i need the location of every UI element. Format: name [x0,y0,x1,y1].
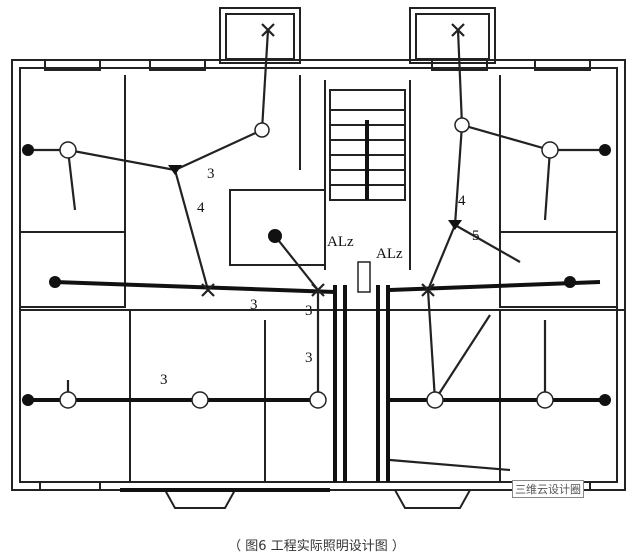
wall-lamp-icon [22,144,34,156]
crossed-light-icon [426,391,444,409]
panel-label: ALz [376,246,403,262]
wall-light-icon [268,229,282,243]
wall-light-icon [564,276,576,288]
circuit-label: 3 [207,166,215,182]
watermark: 三维云设计圈 [512,480,584,498]
ceiling-light-icon [59,391,77,409]
ceiling-light-icon [309,391,327,409]
junction-icon [168,165,182,175]
fixtures [22,23,611,409]
junction-icon [448,220,462,230]
wall-lamp-icon [599,394,611,406]
circuit-label: 3 [250,297,258,313]
wall-lamp-icon [22,394,34,406]
wall-lamp-icon [599,144,611,156]
stairs [330,109,405,200]
ceiling-light-icon [536,391,554,409]
circuit-label: 4 [197,200,205,216]
circuit-label: 3 [305,303,313,319]
ceiling-light-icon [541,141,559,159]
crossed-light-icon [191,391,209,409]
circuit-label: 4 [458,193,466,209]
circuit-label: 3 [160,372,168,388]
circuit-label: 3 [305,350,313,366]
walls [11,7,626,509]
labels: 3 4 3 3 3 3 4 5 ALz ALz [160,166,480,388]
fan-icon [454,117,470,133]
lighting-floor-plan: 3 4 3 3 3 3 4 5 ALz ALz [11,7,626,509]
fan-icon [254,122,270,138]
wall-light-icon [49,276,61,288]
distribution-panel-icon [357,261,371,293]
ceiling-light-icon [59,141,77,159]
figure-caption: （ 图6 工程实际照明设计图 ） [228,539,405,554]
circuit-label: 5 [472,228,480,244]
x-light-icon [201,23,465,297]
panel-label: ALz [327,234,354,250]
